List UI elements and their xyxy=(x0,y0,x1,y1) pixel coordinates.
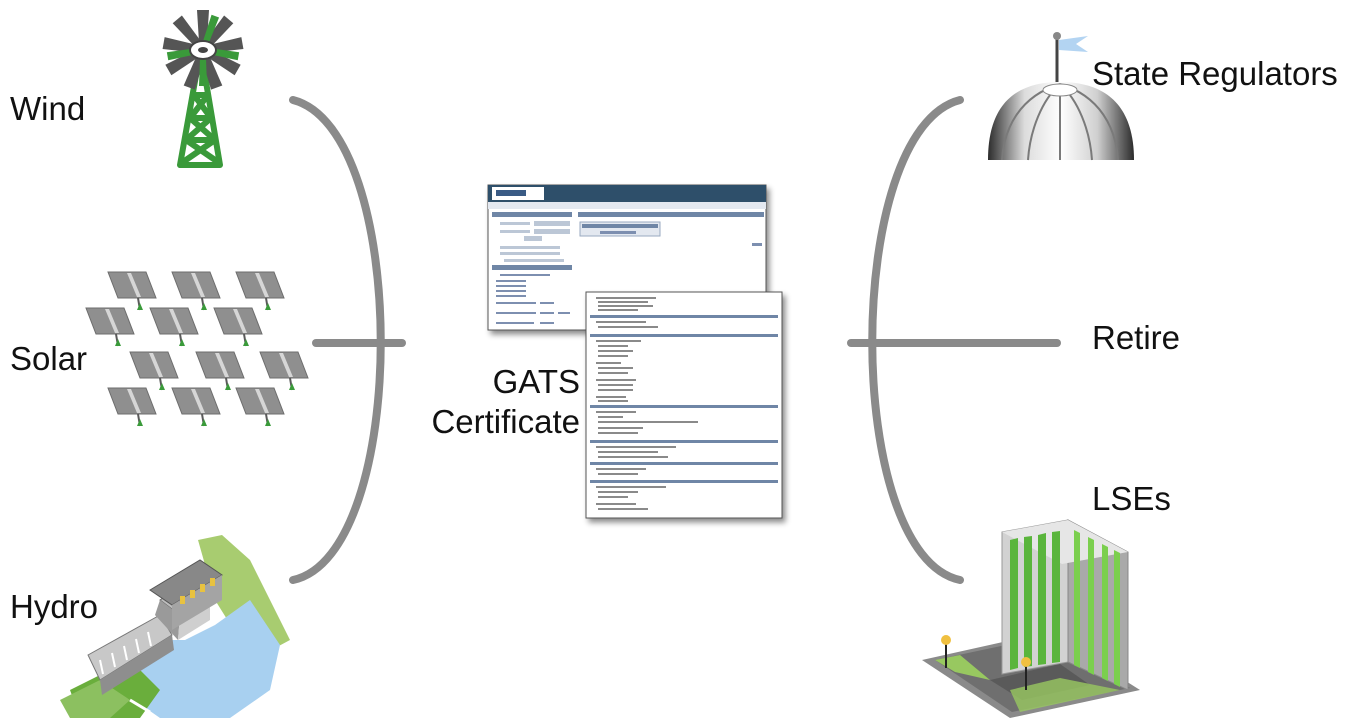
certificate-document-icon xyxy=(487,184,783,519)
source-bracket xyxy=(289,96,406,584)
certificate-label-line1: GATS xyxy=(492,363,580,400)
office-building-icon xyxy=(922,519,1140,718)
certificate-label: GATS Certificate xyxy=(400,362,580,441)
solar-label: Solar xyxy=(10,340,88,377)
hydro-dam-icon xyxy=(60,535,290,718)
solar-panels-icon xyxy=(85,271,309,427)
capitol-dome-icon xyxy=(988,32,1134,161)
windmill-icon xyxy=(162,10,244,168)
hydro-label: Hydro xyxy=(10,588,99,625)
retire-label: Retire xyxy=(1092,319,1181,356)
lses-label: LSEs xyxy=(1092,480,1171,517)
certificate-label-line2: Certificate xyxy=(431,402,580,440)
destination-bracket xyxy=(847,96,1061,584)
state-regulators-label: State Regulators xyxy=(1092,55,1338,92)
wind-label: Wind xyxy=(10,90,86,127)
